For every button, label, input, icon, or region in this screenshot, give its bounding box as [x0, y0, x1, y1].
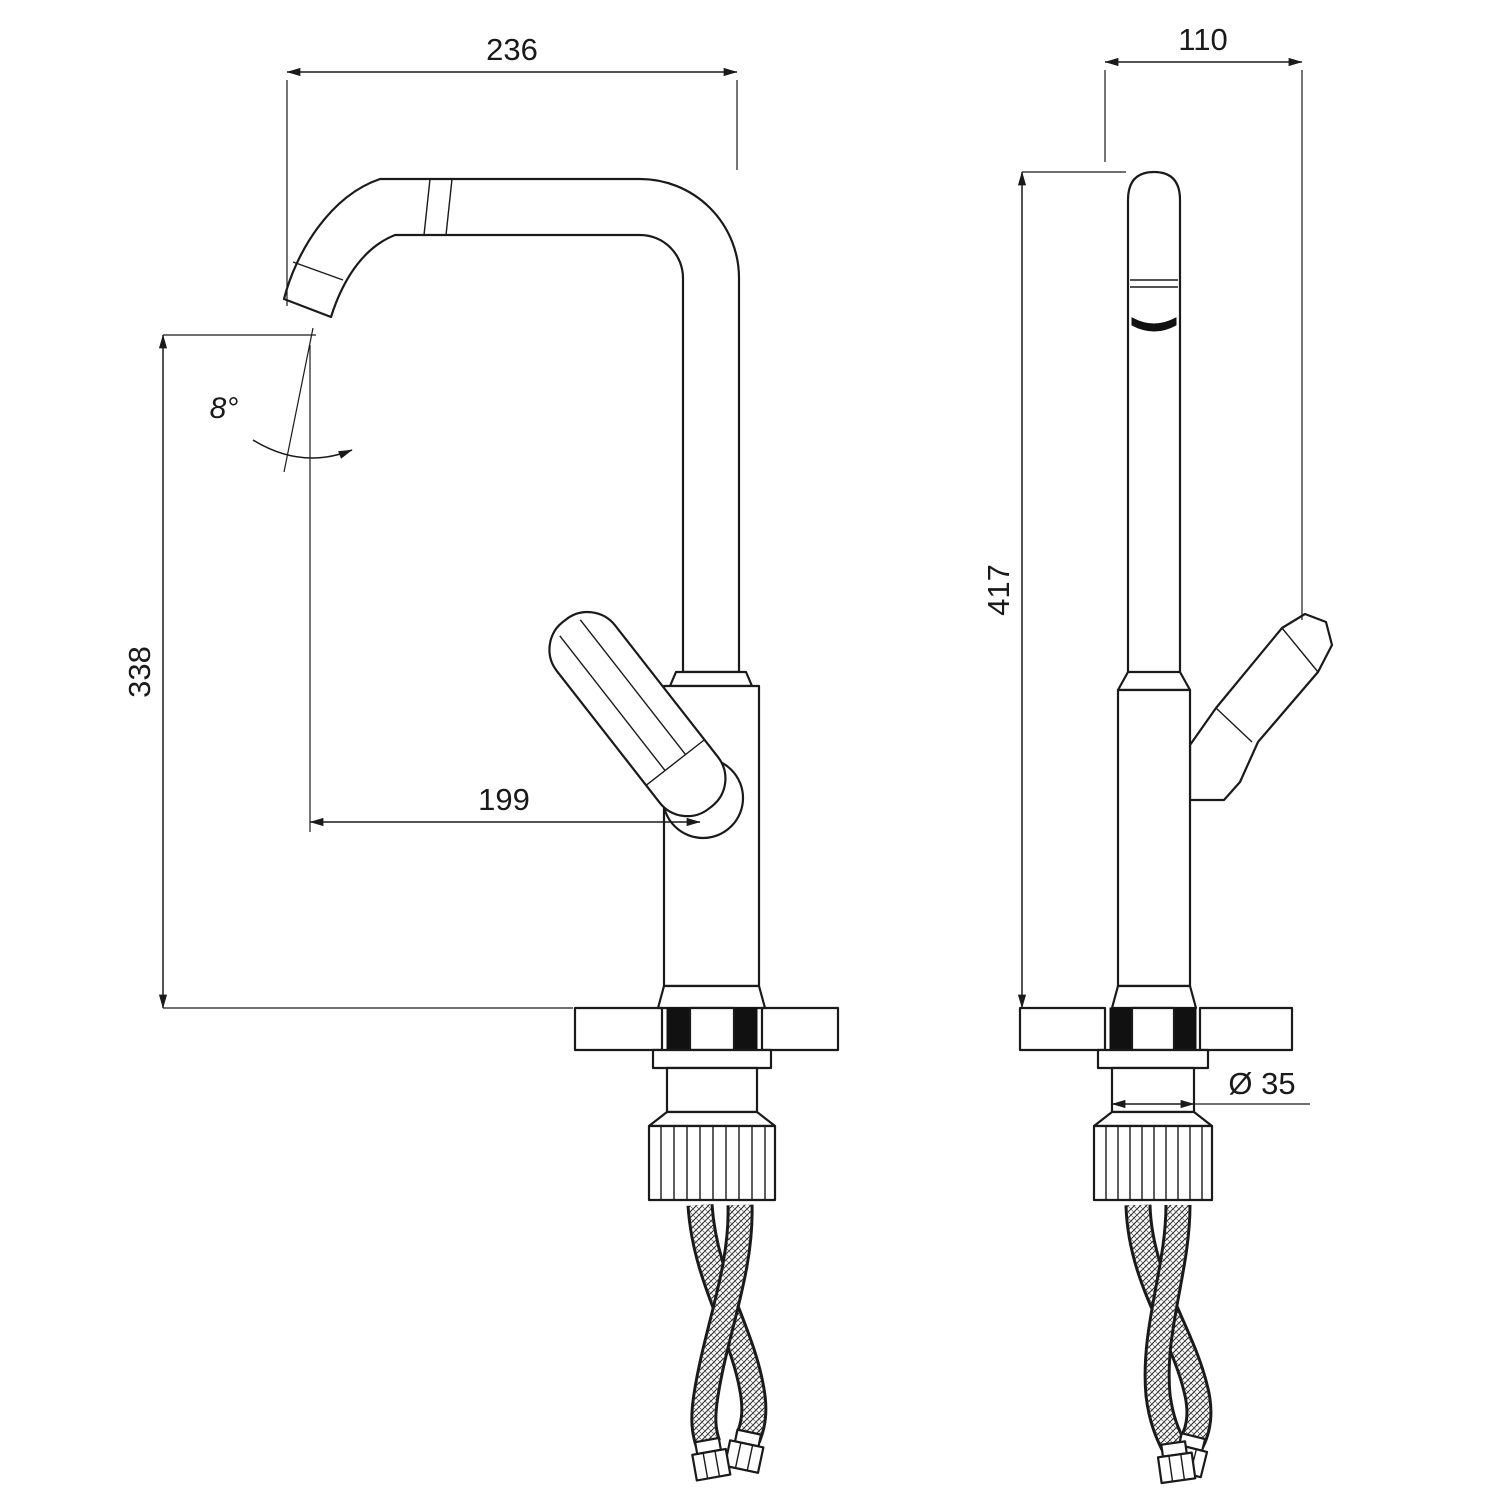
dim-front-width: 236	[286, 32, 738, 306]
side-countertop	[1018, 1006, 1294, 1052]
front-handle-lever	[548, 610, 727, 818]
side-mounting-nut	[1092, 1124, 1214, 1202]
side-body-base	[1110, 984, 1198, 1010]
front-spout-aerator-seam	[292, 261, 344, 281]
front-body-base	[656, 984, 767, 1010]
front-hose-fitting-right	[723, 1428, 765, 1474]
side-counter-left	[1018, 1006, 1107, 1052]
front-hose-right	[693, 1204, 751, 1448]
front-counter-left	[573, 1006, 664, 1052]
front-handle	[548, 610, 745, 840]
side-mounting	[1092, 1048, 1214, 1202]
dim-outlet-height: 338	[122, 334, 573, 1009]
side-shank	[1110, 1066, 1196, 1114]
side-handle	[1188, 612, 1334, 802]
side-aerator-band	[1131, 317, 1177, 332]
side-hoses	[1124, 1204, 1213, 1485]
front-washer	[651, 1048, 773, 1070]
dim-total-height-label: 417	[981, 564, 1016, 616]
dim-front-width-label: 236	[486, 32, 538, 67]
dim-outlet-height-label: 338	[122, 646, 157, 698]
front-view: 236 338 199 8°	[122, 32, 840, 1482]
front-body-collar	[668, 670, 754, 688]
dim-spout-reach-label: 199	[478, 782, 530, 817]
front-spout	[282, 177, 741, 674]
dim-spout-reach: 199	[309, 345, 701, 832]
side-hose-left	[1127, 1204, 1210, 1447]
front-hose-fitting-left	[691, 1436, 732, 1482]
dim-side-depth: 110	[1104, 22, 1303, 620]
dim-hole-diameter-label: Ø 35	[1228, 1066, 1295, 1101]
side-view: 110 417 Ø 35	[981, 22, 1334, 1485]
front-mounting-nut	[647, 1124, 777, 1202]
front-counter-right	[760, 1006, 840, 1052]
side-body	[1110, 670, 1198, 1010]
front-mounting	[647, 1048, 777, 1202]
side-washer	[1096, 1048, 1210, 1070]
side-counter-right	[1198, 1006, 1294, 1052]
side-body-column	[1116, 688, 1192, 988]
dim-hole-diameter: Ø 35	[1111, 1066, 1310, 1109]
side-spout	[1126, 170, 1182, 692]
side-hose-fitting-left	[1156, 1440, 1197, 1485]
dim-total-height: 417	[981, 171, 1126, 1009]
front-hoses	[686, 1203, 768, 1482]
front-hose-left	[689, 1204, 765, 1443]
dim-spout-angle: 8°	[210, 327, 353, 473]
dim-spout-angle-label: 8°	[210, 392, 239, 425]
dim-side-depth-label: 110	[1178, 22, 1227, 57]
front-shank	[665, 1066, 759, 1114]
side-hose-right	[1146, 1204, 1189, 1452]
side-body-collar	[1116, 670, 1192, 692]
front-countertop	[573, 1006, 840, 1052]
